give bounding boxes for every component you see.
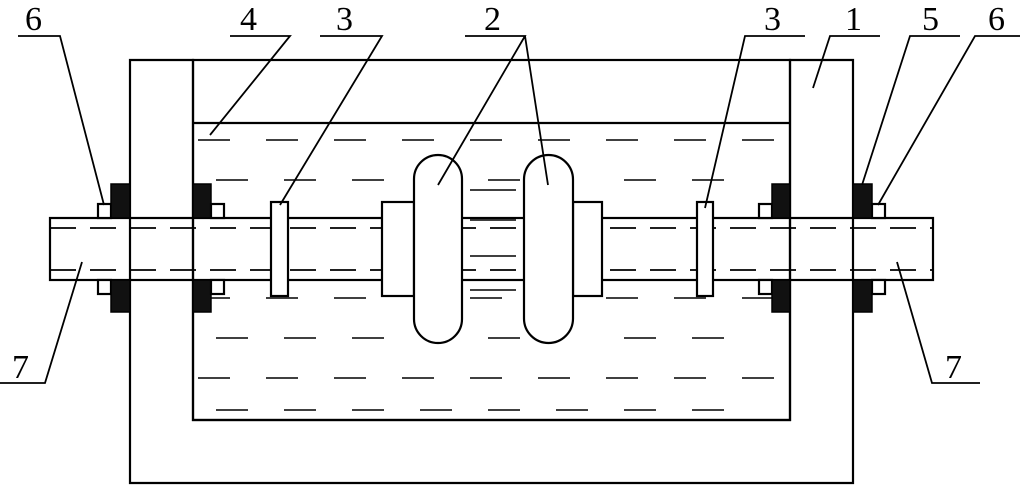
label-6-left: 6 [25,1,42,38]
seals [96,183,887,313]
washer-left-outer-bottom [96,278,113,296]
label-2: 2 [484,1,501,38]
hub-right [571,200,604,298]
leader-3-left [279,35,384,206]
label-1: 1 [845,1,862,38]
seal-right-outer-top [852,183,873,219]
seal-left-inner-top [192,183,212,219]
washer-left-outer-top [96,202,113,220]
shaft [48,216,935,282]
seal-left-outer-top [110,183,131,219]
hub-left [380,200,416,298]
label-3-right: 3 [764,1,781,38]
collar-right [695,200,715,298]
leader-4 [209,35,292,136]
leader-2-left [437,35,527,186]
leader-7-right [896,261,980,384]
seal-right-outer-bottom [852,279,873,313]
washer-left-inner-top [209,202,226,220]
seal-left-inner-bottom [192,279,212,313]
leader-6-right [877,35,1020,206]
washer-left-inner-bottom [209,278,226,296]
leader-lines [0,35,1020,384]
leader-6-left [18,35,105,206]
washer-right-outer-bottom [870,278,887,296]
label-6-right: 6 [988,1,1005,38]
part-labels: 6 4 3 2 3 1 5 6 7 7 [12,1,1005,386]
label-4: 4 [240,1,257,38]
label-3-left: 3 [336,1,353,38]
leader-5 [861,35,960,186]
leader-2-right [524,35,549,186]
leader-1 [812,35,880,89]
tank-cavity [191,58,792,422]
label-5: 5 [922,1,939,38]
liquid [193,121,790,411]
seal-left-outer-bottom [110,279,131,313]
rotor-right [522,153,575,345]
housing [128,58,855,485]
label-7-right: 7 [945,349,962,386]
seal-right-inner-bottom [771,279,791,313]
leader-7-left [0,261,83,384]
label-7-left: 7 [12,349,29,386]
seal-right-inner-top [771,183,791,219]
washer-right-inner-top [757,202,774,220]
liquid-dash-marks [198,139,774,411]
washer-right-outer-top [870,202,887,220]
shaft-body [48,216,935,282]
collar-left [269,200,290,298]
washer-right-inner-bottom [757,278,774,296]
leader-3-right [704,35,805,209]
rotor-left [412,153,464,345]
